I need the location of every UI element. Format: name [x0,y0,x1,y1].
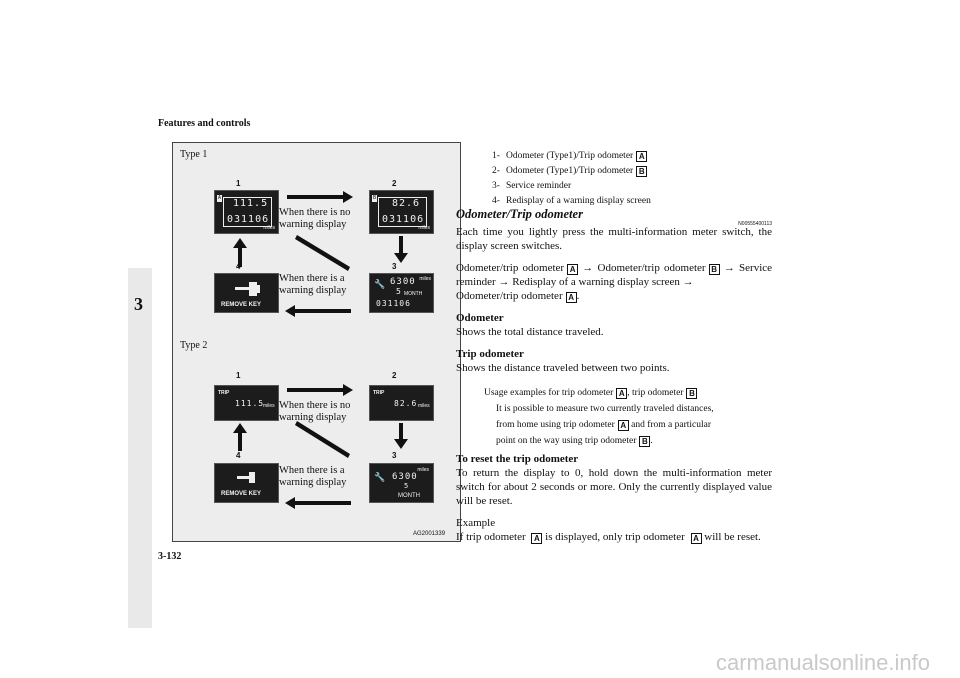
wrench-icon: 🔧 [374,280,387,290]
section-body: Odometer/Trip odometer N00555400113 Each… [456,207,772,544]
arrow-diagonal-icon [295,235,350,271]
type1-label: Type 1 [180,149,208,160]
section-title: Odometer/Trip odometer [456,207,583,221]
t1-display-remove-key: REMOVE KEY [214,273,279,313]
page-number: 3-132 [158,551,182,562]
t1-num-1: 1 [236,179,241,188]
t1-num-3: 3 [392,262,397,271]
arrow-up-icon [233,238,247,267]
arrow-right-icon [287,191,353,203]
legend-item: 3-Service reminder [492,181,572,191]
t2-num-1: 1 [236,371,241,380]
chapter-number: 3 [134,294,143,314]
trip-odometer-body: Shows the distance traveled between two … [456,362,670,374]
page-header-title: Features and controls [158,118,251,129]
arrow-left-icon [285,305,351,317]
key-icon [235,282,260,296]
chapter-tab [128,268,152,628]
t1-display-odometer-b: B 82.6 031106 miles [369,190,434,234]
trip-odometer-heading: Trip odometer [456,348,524,360]
t2-display-remove-key: REMOVE KEY [214,463,279,503]
t2-num-2: 2 [392,371,397,380]
key-icon [237,472,255,483]
reset-body: To return the display to 0, hold down th… [456,467,772,507]
illustration-figure: Type 1 Type 2 AG2001339 1 2 3 4 A 111.5 … [172,142,461,542]
figure-code: AG2001339 [413,531,446,537]
t2-num-4: 4 [236,451,241,460]
t2-display-service-reminder: miles 🔧 6300 5 MONTH [369,463,434,503]
wrench-icon: 🔧 [374,473,387,483]
arrow-up-icon [233,423,247,451]
type1-flow-arrows [233,191,408,317]
t2-display-trip-b: TRIP 82.6 miles [369,385,434,421]
example-heading: Example [456,517,496,529]
arrow-down-icon [394,423,408,449]
arrow-diagonal-icon [295,421,350,458]
example-body: If trip odometer A is displayed, only tr… [456,531,761,544]
t1-display-odometer-a: A 111.5 031106 miles [214,190,279,234]
t1-num-2: 2 [392,179,397,188]
t2-display-trip-a: TRIP 111.5 miles [214,385,279,421]
type2-flow-arrows [233,384,408,509]
paragraph-intro: Each time you lightly press the multi-in… [456,226,772,252]
arrow-left-icon [285,497,351,509]
odometer-body: Shows the total distance traveled. [456,326,604,338]
section-code: N00555400113 [738,221,772,227]
arrow-down-icon [394,236,408,263]
legend-item: 4-Redisplay of a warning display screen [492,196,651,206]
odometer-heading: Odometer [456,312,504,324]
reset-heading: To reset the trip odometer [456,453,579,465]
arrow-right-icon [287,384,353,396]
t1-display-service-reminder: 🔧 6300 5 MONTH 031106 miles [369,273,434,313]
t2-num-3: 3 [392,451,397,460]
type2-label: Type 2 [180,340,208,351]
